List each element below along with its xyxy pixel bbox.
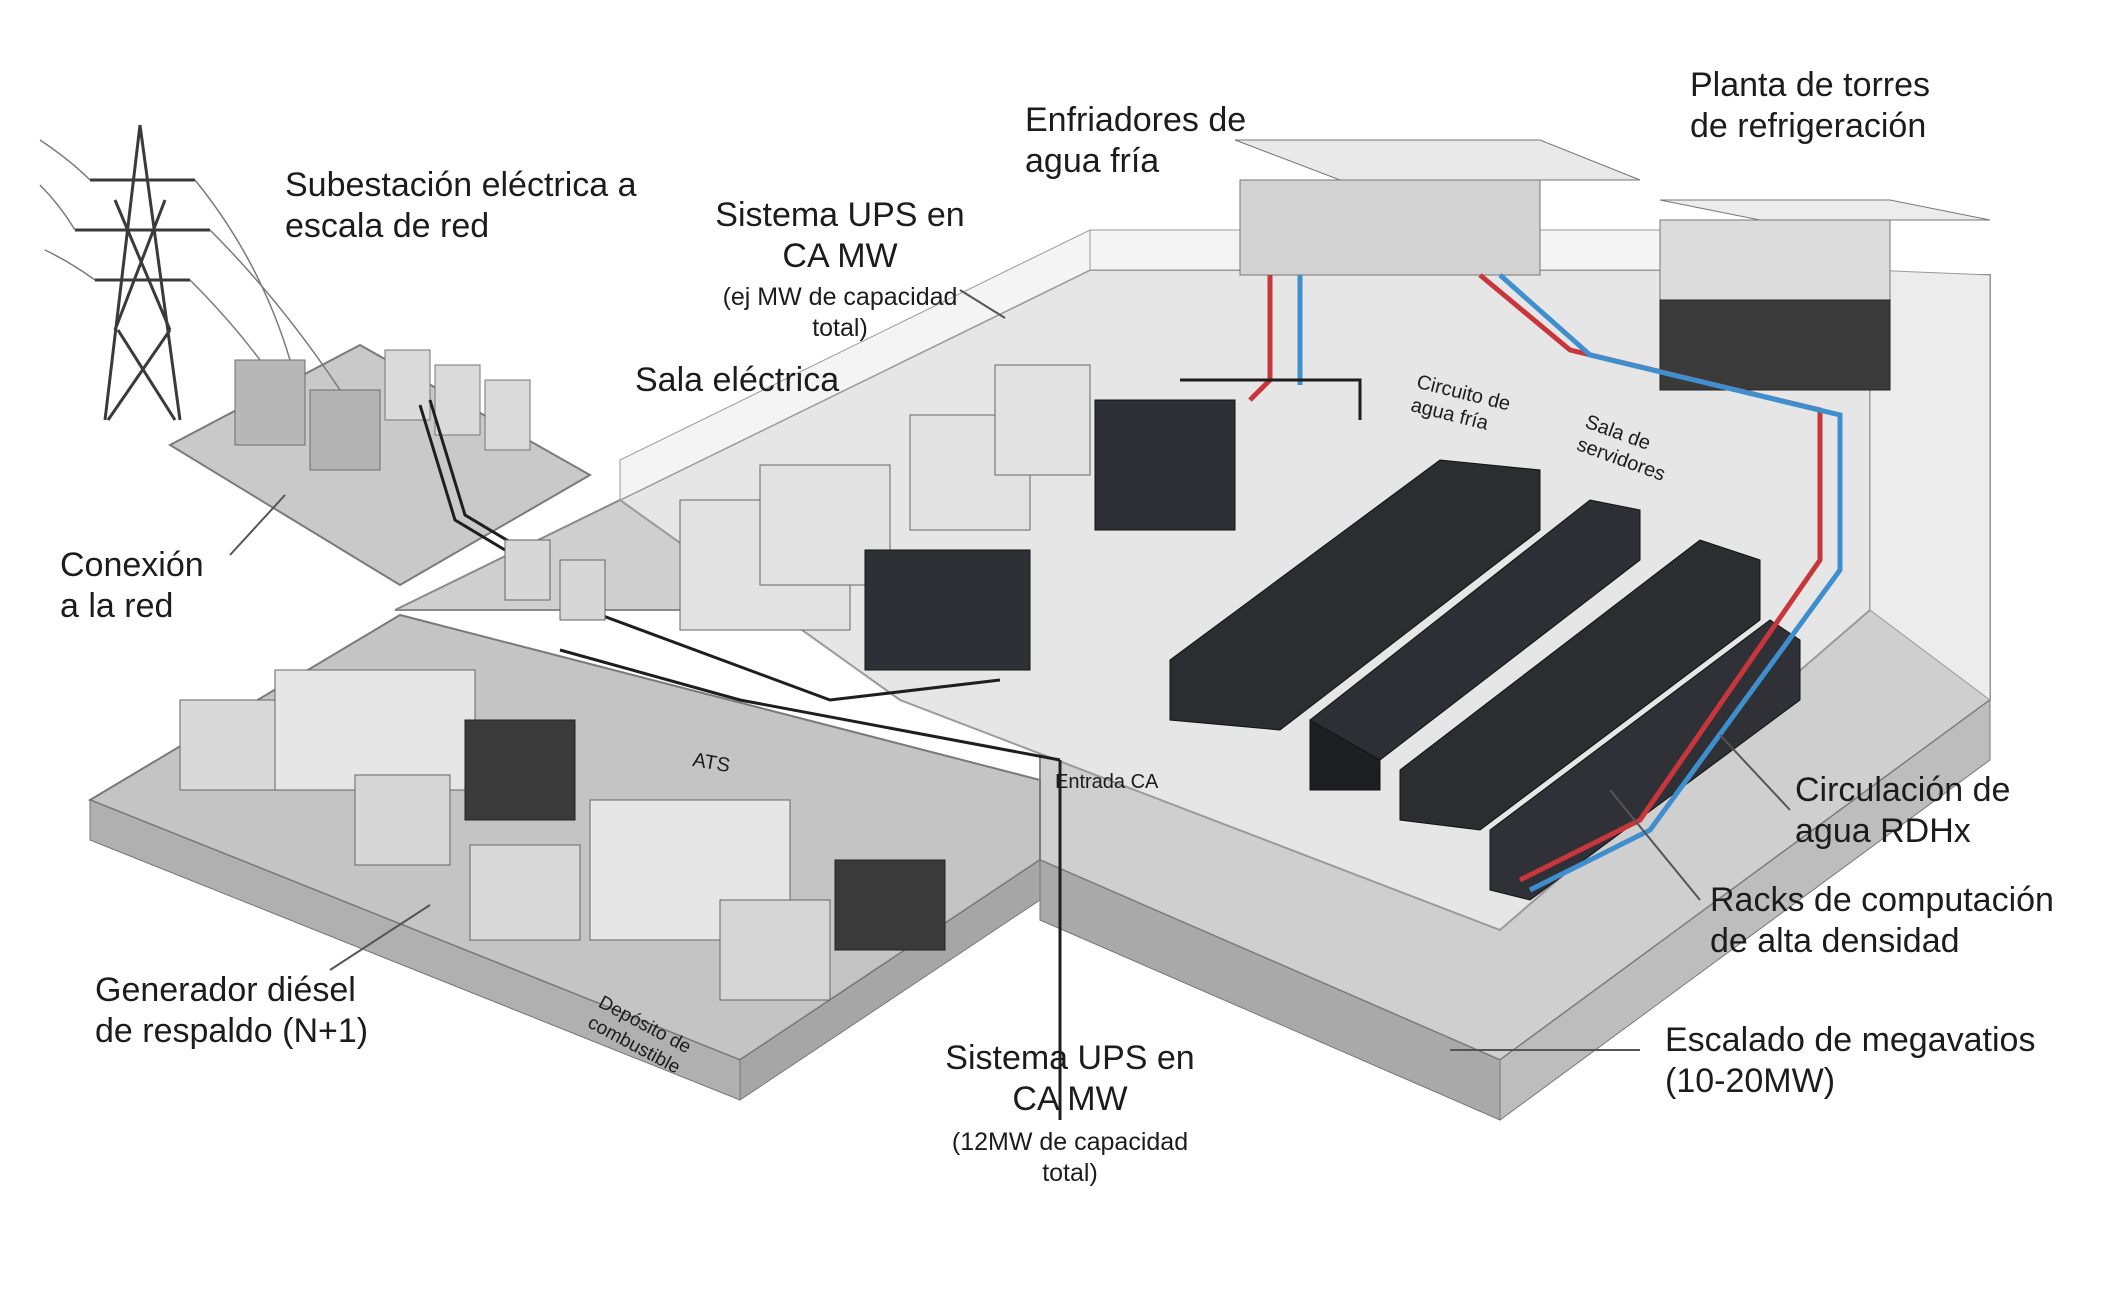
cooling-tower-units	[1659, 199, 1991, 391]
substation-label-line: escala de red	[285, 207, 490, 246]
switchgear-cabinet	[434, 364, 481, 436]
ups-cabinets	[864, 399, 1236, 671]
grid-connection-label-line: Conexión	[60, 546, 204, 584]
grid-connection-label: Conexión a la red	[60, 545, 204, 628]
ups-bottom-note-line: (12MW de capacidad	[951, 1128, 1189, 1156]
ups-bottom-label: Sistema UPS en CA MW	[920, 1038, 1220, 1121]
megawatt-scaling-label-line: (10-20MW)	[1665, 1062, 1836, 1101]
diesel-generator-label-line: de respaldo (N+1)	[95, 1012, 369, 1051]
ats-cabinets	[504, 539, 606, 621]
generator-units	[179, 669, 946, 1001]
rdhx-label: Circulación de agua RDHx	[1795, 770, 2010, 853]
cooling-towers-label-line: de refrigeración	[1690, 107, 1927, 146]
ups-top-label-line: Sistema UPS en	[715, 196, 965, 234]
ups-top-label-line: CA MW	[782, 237, 898, 276]
cooling-towers-label: Planta de torres de refrigeración	[1690, 65, 1930, 148]
ups-bottom-label-line: CA MW	[1012, 1080, 1128, 1119]
chillers-label: Enfriadores de agua fría	[1025, 100, 1246, 183]
megawatt-scaling-label: Escalado de megavatios (10-20MW)	[1665, 1020, 2035, 1103]
diesel-generator-label: Generador diésel de respaldo (N+1)	[95, 970, 368, 1053]
ups-bottom-label-line: Sistema UPS en	[945, 1039, 1195, 1077]
power-lines	[39, 139, 341, 391]
switchgear-cabinet	[484, 379, 531, 451]
chillers-label-line: Enfriadores de	[1025, 101, 1247, 139]
ups-top-note: (ej MW de capacidad total)	[690, 282, 990, 343]
ups-top-label: Sistema UPS en CA MW	[690, 195, 990, 278]
ups-top-note-line: total)	[812, 313, 868, 342]
grid-connection-label-line: a la red	[60, 587, 174, 626]
ups-top-note-line: (ej MW de capacidad	[722, 283, 958, 311]
rdhx-label-line: Circulación de	[1795, 771, 2011, 809]
ac-input-label: Entrada CA	[1055, 771, 1159, 793]
substation-label: Subestación eléctrica a escala de red	[285, 165, 637, 248]
diesel-generator-label-line: Generador diésel	[95, 971, 356, 1009]
transformer	[234, 359, 306, 446]
right-wall	[1869, 269, 1991, 701]
ups-bottom-note: (12MW de capacidad total)	[920, 1127, 1220, 1188]
transformer	[309, 389, 381, 471]
leader-lines	[229, 289, 1791, 1051]
rdhx-label-line: agua RDHx	[1795, 812, 1971, 851]
hd-racks-label-line: Racks de computación	[1710, 881, 2054, 919]
server-racks	[1169, 459, 1801, 901]
generator-yard-front	[89, 799, 741, 1101]
power-cables	[418, 378, 1362, 1120]
substation-label-line: Subestación eléctrica a	[285, 166, 637, 204]
switchgear-cabinet	[384, 349, 431, 421]
chiller-units	[1234, 139, 1641, 276]
transmission-tower	[75, 124, 210, 421]
cooling-towers-label-line: Planta de torres	[1690, 66, 1931, 104]
megawatt-scaling-label-line: Escalado de megavatios	[1665, 1021, 2036, 1059]
ups-bottom-note-line: total)	[1042, 1158, 1098, 1187]
basement-side	[1499, 699, 1991, 1121]
hd-racks-label-line: de alta densidad	[1710, 922, 1960, 961]
chillers-label-line: agua fría	[1025, 142, 1160, 181]
electrical-room-label: Sala eléctrica	[635, 361, 840, 399]
hd-racks-label: Racks de computación de alta densidad	[1710, 880, 2054, 963]
